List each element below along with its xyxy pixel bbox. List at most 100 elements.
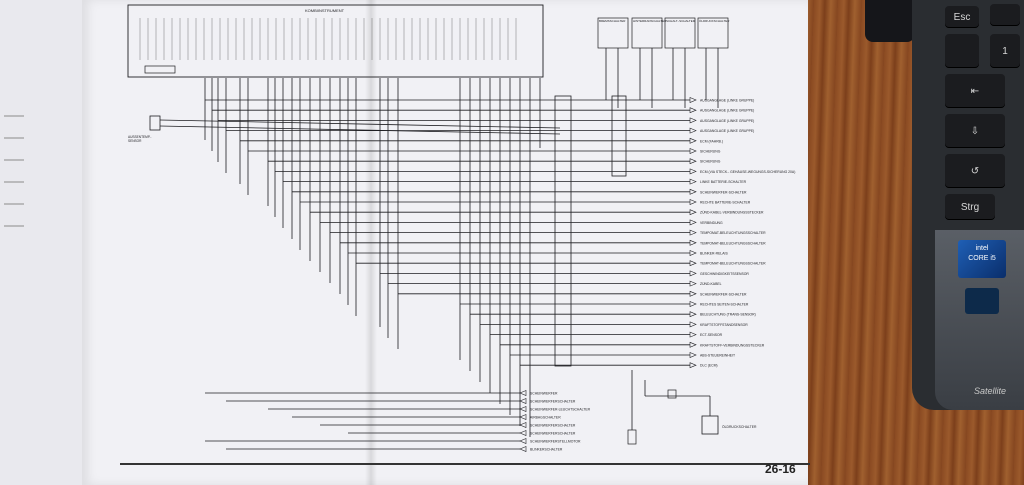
bottom-label: SCHEINWERFER: [530, 392, 558, 396]
key-tab: ⇤: [945, 74, 1005, 108]
switch-label: ÖLDRUCKSCHALTER: [699, 19, 730, 23]
wire-arrow: [689, 331, 697, 338]
bottom-label: SCHEINWERFERSCHALTER: [530, 400, 576, 404]
wire-arrow: [519, 398, 527, 404]
right-label: AUSGANGLAGE (LINKE GRUPPE): [700, 109, 754, 113]
wire-arrow: [689, 148, 697, 154]
fuse-box: [667, 389, 677, 399]
sensor-label: AUSSENTEMP.-: [128, 135, 152, 139]
switch-box: [631, 17, 663, 49]
wire: [159, 119, 561, 129]
right-label: VERBINDUNG: [700, 221, 723, 225]
connector-box: [144, 65, 176, 74]
wire-arrow: [519, 422, 527, 428]
right-label: KRAFTSTOFF-VERBINDUNGSSTECKER: [700, 343, 765, 347]
wire-arrow: [689, 199, 697, 205]
sensor-label: SENSOR: [128, 139, 142, 143]
wire-arrow: [689, 209, 697, 216]
wire-arrow: [689, 229, 697, 236]
switch-label: HINTERRADSCHALTER: [633, 19, 667, 23]
wire-arrow: [689, 352, 697, 358]
key-esc: Esc: [945, 6, 979, 28]
instrument-cluster-box: [127, 4, 544, 78]
wire-arrow: [689, 250, 697, 256]
wire-arrow: [519, 414, 527, 420]
right-label: ECM (FAHRB.): [700, 139, 723, 143]
ground-symbol: [627, 429, 637, 445]
right-label: RECHTE BATTERIE-SCHALTER: [700, 201, 751, 205]
wire-arrow: [689, 311, 697, 318]
right-label: DLC (ECM): [700, 364, 718, 368]
wire-arrow: [689, 321, 697, 328]
bottom-label: BLINKERSCHALTER: [530, 448, 563, 452]
key-f1: [990, 4, 1020, 26]
right-label: KRAFTSTOFFSTANDSENSOR: [700, 323, 748, 327]
secondary-connector: [611, 95, 627, 177]
right-label: AUSGANGLAGE (LINKE GRUPPE): [700, 119, 754, 123]
central-connector: [554, 95, 572, 367]
wire-arrow: [689, 270, 697, 277]
wire-arrow: [689, 137, 697, 144]
bottom-label: SCHEINWERFERSTELLMOTOR: [530, 440, 581, 444]
wire-arrow: [519, 390, 527, 396]
key-shift: ↺: [945, 154, 1005, 188]
right-label: SICHERUNG: [700, 160, 721, 164]
switch-label: SCHALT.-SCHALTER: [666, 19, 696, 23]
wire: [159, 125, 561, 135]
right-label: AUSGANGLAGE (LINKE GRUPPE): [700, 99, 754, 103]
wire-arrow: [689, 260, 697, 267]
right-label: TEMPOMAT-BELEUCHTUNGSSCHALTER: [700, 262, 766, 266]
right-label: BELEUCHTUNG (TRANS-SENSOR): [700, 313, 756, 317]
oil-switch-label: ÖLDRUCKSCHALTER: [722, 425, 757, 429]
right-label: LINKE BATTERIE-SCHALTER: [700, 180, 747, 184]
right-label: GESCHWINDIGKEITSSENSOR: [700, 272, 749, 276]
right-label: SCHEINWERFER-SCHALTER: [700, 190, 747, 194]
right-label: ZÜND-KABEL-VERBINDUNGSSTECKER: [700, 211, 764, 215]
wire-arrow: [519, 406, 527, 412]
right-label: SICHERUNG: [700, 150, 721, 154]
bottom-label: AIRBAGSCHALTER: [530, 416, 561, 420]
wire-arrow: [689, 168, 697, 175]
energy-star-sticker: [965, 288, 999, 314]
page-number: 26-16: [765, 462, 796, 476]
right-label: ABS-STEUEREINHEIT: [700, 354, 735, 358]
wire-arrow: [689, 239, 697, 246]
right-label: TEMPOMAT-BELEUCHTUNGSSCHALTER: [700, 231, 766, 235]
right-label: TEMPOMAT-BELEUCHTUNGSSCHALTER: [700, 241, 766, 245]
wire-arrow: [689, 301, 697, 307]
wire-arrow: [689, 97, 697, 103]
right-label: ZÜND-KABEL: [700, 282, 722, 286]
oil-pressure-switch: [701, 415, 719, 435]
wire-arrow: [519, 446, 527, 452]
bottom-label: SCHEINWERFERSCHALTER: [530, 424, 576, 428]
sensor-box: [149, 115, 161, 131]
wire-arrow: [689, 178, 697, 185]
right-label: ECT-SENSOR: [700, 333, 723, 337]
wire-arrow: [689, 127, 697, 134]
wire-arrow: [519, 430, 527, 436]
right-label: AUSGANGLAGE (LINKE GRUPPE): [700, 129, 754, 133]
right-label: ECM (VIA STECK.- GEHÄUSE-WEGUNGS-SICHERU…: [700, 170, 795, 174]
bottom-label: SCHEINWERFERSCHALTER: [530, 432, 576, 436]
switch-label: BREMSSCHALTER: [599, 19, 626, 23]
intel-sticker: intel CORE i5: [958, 240, 1006, 278]
wire-arrow: [689, 188, 697, 195]
switch-box: [697, 17, 729, 49]
right-label: BLINKER-RELAIS: [700, 252, 728, 256]
wire-arrow: [689, 219, 697, 226]
switch-box: [597, 17, 629, 49]
wire-arrow: [689, 341, 697, 348]
wire-arrow: [689, 280, 697, 287]
footer-rule: [120, 463, 810, 465]
right-label: SCHEINWERFER-SCHALTER: [700, 292, 747, 296]
key-grave: [945, 34, 979, 68]
switch-box: [664, 17, 696, 49]
right-label: RECHTES SEITEN-SCHALTER: [700, 303, 749, 307]
cable-plug: [865, 0, 915, 42]
left-page: [0, 0, 82, 485]
instrument-cluster-label: KOMBIINSTRUMENT: [305, 8, 345, 13]
key-ctrl: Strg: [945, 194, 995, 220]
key-capslock: ⇩: [945, 114, 1005, 148]
